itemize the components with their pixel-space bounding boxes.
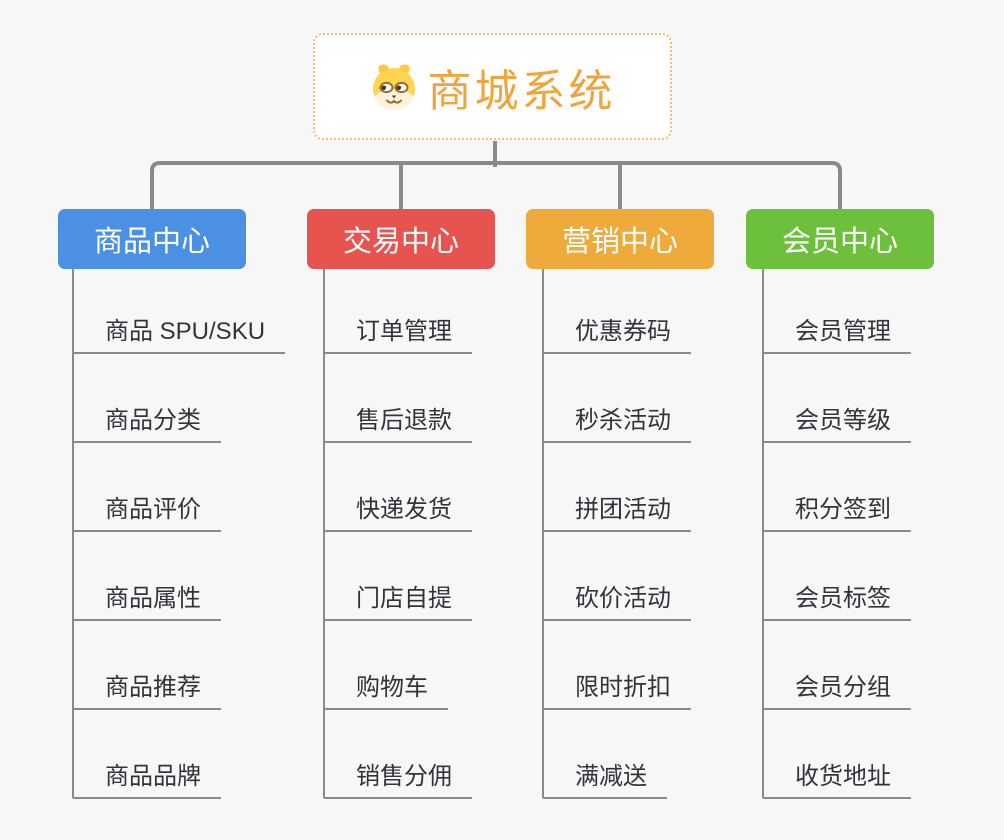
leaf-node[interactable]: 订单管理 — [324, 316, 472, 354]
leaf-node[interactable]: 收货地址 — [763, 761, 911, 799]
leaf-node[interactable]: 商品品牌 — [73, 761, 221, 799]
leaf-node[interactable]: 商品推荐 — [73, 672, 221, 710]
leaf-node[interactable]: 会员分组 — [763, 672, 911, 710]
leaf-node[interactable]: 销售分佣 — [324, 761, 472, 799]
leaf-node[interactable]: 会员等级 — [763, 405, 911, 443]
leaf-node[interactable]: 商品 SPU/SKU — [73, 316, 286, 354]
root-node[interactable]: 商城系统 — [313, 33, 672, 140]
branch-node-product-center[interactable]: 商品中心 — [58, 209, 246, 269]
leaf-node[interactable]: 购物车 — [324, 672, 448, 710]
leaf-node[interactable]: 会员管理 — [763, 316, 911, 354]
branch-bar-connector — [150, 161, 842, 209]
leaf-node[interactable]: 拼团活动 — [543, 494, 691, 532]
branch-node-trade-center[interactable]: 交易中心 — [307, 209, 495, 269]
leaf-node[interactable]: 砍价活动 — [543, 583, 691, 621]
branch-label: 交易中心 — [342, 226, 459, 258]
branch-node-marketing-center[interactable]: 营销中心 — [526, 209, 714, 269]
branch-label: 会员中心 — [781, 226, 898, 258]
branch-label: 营销中心 — [561, 226, 678, 258]
leaf-node[interactable]: 商品评价 — [73, 494, 221, 532]
leaf-node[interactable]: 售后退款 — [324, 405, 472, 443]
leaf-node[interactable]: 优惠券码 — [543, 316, 691, 354]
leaf-node[interactable]: 会员标签 — [763, 583, 911, 621]
branch-node-member-center[interactable]: 会员中心 — [746, 209, 934, 269]
leaf-node[interactable]: 门店自提 — [324, 583, 472, 621]
root-title: 商城系统 — [427, 66, 616, 116]
branch-label: 商品中心 — [93, 226, 210, 258]
leaf-node[interactable]: 商品分类 — [73, 405, 221, 443]
leaf-node[interactable]: 商品属性 — [73, 583, 221, 621]
leaf-node[interactable]: 快递发货 — [324, 494, 472, 532]
leaf-node[interactable]: 满减送 — [543, 761, 667, 799]
leaf-node[interactable]: 秒杀活动 — [543, 405, 691, 443]
leaf-node[interactable]: 限时折扣 — [543, 672, 691, 710]
leaf-node[interactable]: 积分签到 — [763, 494, 911, 532]
dog-face-icon — [372, 63, 415, 110]
